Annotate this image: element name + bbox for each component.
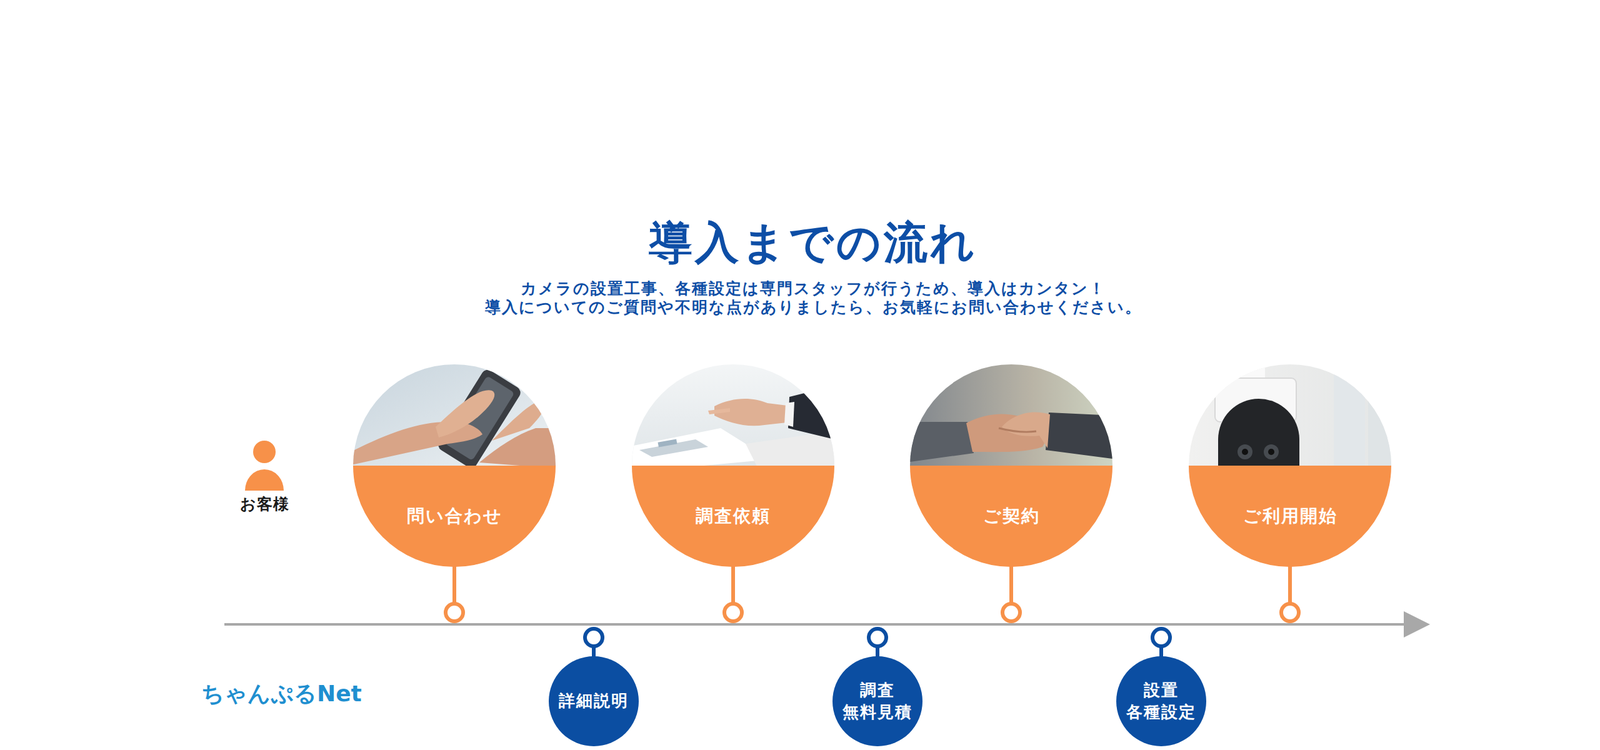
half-circle bbox=[910, 465, 1113, 567]
step-label: 調査依頼 bbox=[695, 505, 771, 527]
node-shape bbox=[1116, 656, 1207, 747]
step-markers-company bbox=[585, 628, 1170, 659]
subtitle-line: 導入についてのご質問や不明な点がありましたら、お気軽にお問い合わせください。 bbox=[485, 296, 1142, 318]
brand-logo: ちゃんぷるNet bbox=[201, 678, 362, 710]
photo-handshake bbox=[905, 359, 1118, 469]
actor-label: お客様 bbox=[240, 493, 290, 515]
half-circle bbox=[1188, 465, 1392, 567]
step-circle-customer: 調査依頼 bbox=[631, 364, 835, 567]
step-label: 設置 各種設定 bbox=[1123, 679, 1200, 724]
node-shape bbox=[353, 364, 556, 567]
step-circle-company: 調査 無料見積 bbox=[832, 656, 923, 747]
circle bbox=[1116, 656, 1207, 747]
step-circle-customer: ご契約 bbox=[910, 364, 1113, 567]
step-label: ご利用開始 bbox=[1243, 505, 1338, 527]
half-circle bbox=[631, 465, 835, 567]
photo-camera bbox=[1183, 359, 1400, 469]
node-shape bbox=[631, 364, 835, 567]
step-circle-customer: 問い合わせ bbox=[353, 364, 556, 567]
step-label: 調査 無料見積 bbox=[839, 679, 916, 724]
step-label: 問い合わせ bbox=[406, 505, 503, 527]
timeline bbox=[224, 623, 1408, 626]
node-shape bbox=[1188, 364, 1392, 567]
photo-phone bbox=[348, 359, 561, 470]
node-shape bbox=[910, 364, 1113, 567]
step-circle-company: 詳細説明 bbox=[548, 656, 639, 747]
step-label: ご契約 bbox=[983, 505, 1040, 527]
circle bbox=[548, 656, 639, 747]
step-circle-company: 設置 各種設定 bbox=[1116, 656, 1207, 747]
step-label: 詳細説明 bbox=[558, 690, 629, 712]
photo-documents bbox=[626, 359, 840, 469]
half-circle bbox=[353, 465, 556, 567]
step-markers bbox=[445, 565, 1299, 622]
subtitle-line: カメラの設置工事、各種設定は専門スタッフが行うため、導入はカンタン！ bbox=[520, 278, 1106, 299]
step-circle-customer: ご利用開始 bbox=[1188, 364, 1392, 567]
person-icon bbox=[245, 440, 284, 491]
circle bbox=[832, 656, 923, 747]
node-shape bbox=[832, 656, 923, 747]
timeline-arrowhead bbox=[1403, 611, 1430, 638]
diagram-title: 導入までの流れ bbox=[648, 213, 978, 273]
